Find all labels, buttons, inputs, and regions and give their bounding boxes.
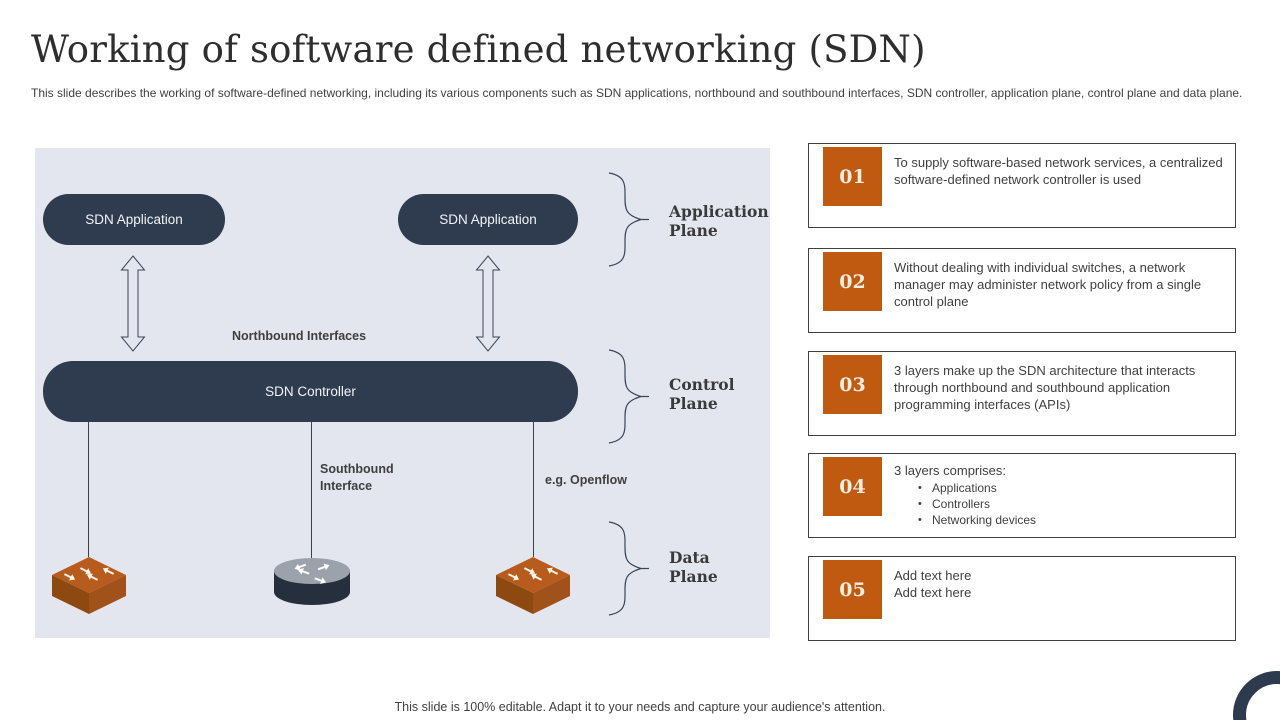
point-box-02: 02 Without dealing with individual switc… — [808, 248, 1236, 333]
brace-icon — [608, 349, 649, 444]
switch-icon — [52, 557, 126, 614]
double-arrow-icon — [120, 255, 146, 352]
sdn-controller-node: SDN Controller — [43, 361, 578, 422]
point-text: Without dealing with individual switches… — [894, 260, 1202, 309]
control-plane-label: Control Plane — [669, 375, 735, 413]
openflow-label: e.g. Openflow — [545, 473, 627, 487]
plane-label-line: Control — [669, 375, 735, 394]
plane-label-line: Plane — [669, 567, 718, 586]
page-title: Working of software defined networking (… — [31, 28, 926, 71]
point-text: To supply software-based network service… — [894, 155, 1223, 187]
point-box-04: 04 3 layers comprises: Applications Cont… — [808, 453, 1236, 538]
point-box-03: 03 3 layers make up the SDN architecture… — [808, 351, 1236, 436]
logo-ring-icon — [1233, 671, 1280, 720]
bullet-item: Applications — [894, 480, 1234, 496]
data-plane-label: Data Plane — [669, 548, 718, 586]
sdn-application-node-right: SDN Application — [398, 194, 578, 245]
southbound-line2: Interface — [320, 479, 373, 493]
point-number-badge: 03 — [823, 355, 882, 414]
point-box-01: 01 To supply software-based network serv… — [808, 143, 1236, 228]
bullet-item: Networking devices — [894, 512, 1234, 528]
northbound-interfaces-label: Northbound Interfaces — [232, 329, 367, 343]
placeholder-text-line: Add text here — [894, 568, 972, 583]
point-text: 3 layers make up the SDN architecture th… — [894, 363, 1196, 412]
sdn-diagram-panel: SDN Application SDN Application Northbou… — [35, 148, 770, 638]
sdn-application-label: SDN Application — [439, 212, 537, 227]
connector-line — [88, 422, 89, 557]
footer-note: This slide is 100% editable. Adapt it to… — [394, 700, 886, 714]
plane-label-line: Application — [669, 202, 769, 221]
sdn-application-label: SDN Application — [85, 212, 183, 227]
plane-label-line: Plane — [669, 394, 718, 413]
connector-line — [311, 422, 312, 566]
point-number-badge: 05 — [823, 560, 882, 619]
southbound-interface-label: Southbound Interface — [320, 461, 394, 495]
switch-icon — [496, 557, 570, 614]
point-box-05: 05 Add text here Add text here — [808, 556, 1236, 641]
sdn-controller-label: SDN Controller — [265, 384, 356, 399]
point-bullet-list: Applications Controllers Networking devi… — [894, 480, 1234, 528]
application-plane-label: Application Plane — [669, 202, 769, 240]
router-icon — [274, 558, 350, 605]
point-text: Add text here Add text here — [894, 567, 1234, 601]
sdn-application-node-left: SDN Application — [43, 194, 225, 245]
point-text: 3 layers comprises: Applications Control… — [894, 462, 1234, 528]
plane-label-line: Plane — [669, 221, 718, 240]
point-text-heading: 3 layers comprises: — [894, 463, 1006, 478]
bullet-item: Controllers — [894, 496, 1234, 512]
connector-line — [533, 422, 534, 557]
brace-icon — [608, 521, 649, 616]
double-arrow-icon — [475, 255, 501, 352]
point-number-badge: 04 — [823, 457, 882, 516]
brace-icon — [608, 172, 649, 267]
point-number-badge: 01 — [823, 147, 882, 206]
southbound-line1: Southbound — [320, 462, 394, 476]
slide-subtitle: This slide describes the working of soft… — [31, 86, 1243, 100]
point-number-badge: 02 — [823, 252, 882, 311]
placeholder-text-line: Add text here — [894, 585, 972, 600]
plane-label-line: Data — [669, 548, 710, 567]
